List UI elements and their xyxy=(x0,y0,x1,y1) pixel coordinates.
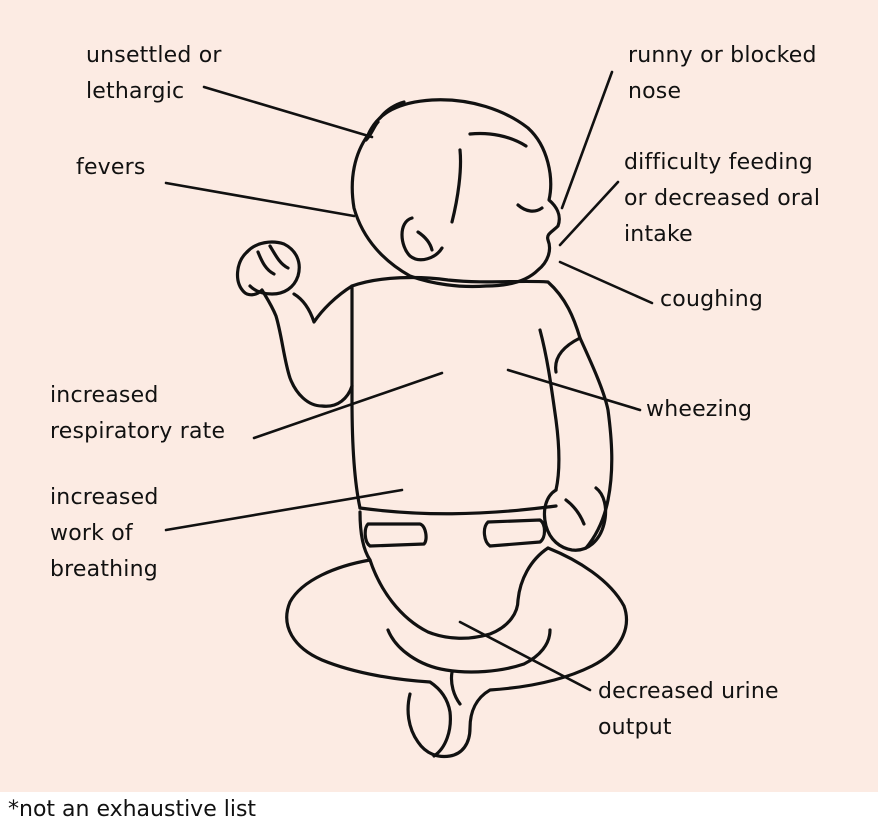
lower-arm xyxy=(540,330,580,490)
diagram-panel: unsettled or lethargic fevers runny or b… xyxy=(0,0,878,792)
leader-coughing xyxy=(560,262,652,303)
right-leg xyxy=(287,560,451,756)
resting-hand xyxy=(544,488,605,550)
hair-strands xyxy=(366,102,526,222)
leader-fevers xyxy=(166,183,354,216)
leader-urine xyxy=(460,622,590,690)
leg-fold xyxy=(388,630,550,704)
leader-resp-rate xyxy=(254,373,442,438)
closed-eye xyxy=(518,205,542,211)
footnote: *not an exhaustive list xyxy=(8,794,256,826)
label-wheezing: wheezing xyxy=(646,392,752,428)
label-unsettled: unsettled or lethargic xyxy=(86,38,222,110)
fist xyxy=(247,242,299,294)
label-work-breathing: increased work of breathing xyxy=(50,480,159,588)
ear xyxy=(402,218,442,260)
label-fevers: fevers xyxy=(76,150,146,186)
diaper-tab-right xyxy=(484,520,544,546)
label-feeding: difficulty feeding or decreased oral int… xyxy=(624,145,820,253)
diaper-tab-left xyxy=(365,524,426,546)
label-runny-nose: runny or blocked nose xyxy=(628,38,817,110)
leader-wheezing xyxy=(508,370,640,410)
label-urine: decreased urine output xyxy=(598,674,779,746)
upper-arm xyxy=(294,286,352,322)
label-resp-rate: increased respiratory rate xyxy=(50,378,225,450)
raised-arm xyxy=(238,252,352,406)
baby-head-outline xyxy=(352,100,559,287)
waist-line xyxy=(360,506,556,514)
diaper-outline xyxy=(360,512,548,638)
leader-runny-nose xyxy=(562,72,612,208)
leader-unsettled xyxy=(204,87,372,137)
label-coughing: coughing xyxy=(660,282,763,318)
